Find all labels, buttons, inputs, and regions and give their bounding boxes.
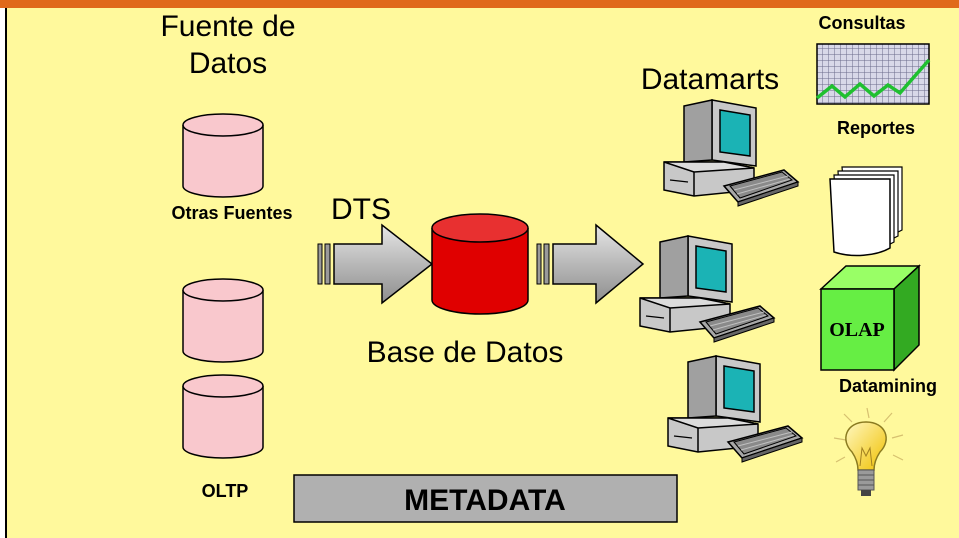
database-cylinder-icon xyxy=(182,113,264,198)
source-title-line2: Datos xyxy=(189,47,267,80)
database-cylinder-icon xyxy=(182,374,264,459)
metadata-label: METADATA xyxy=(404,484,566,517)
database-cylinder-icon xyxy=(182,278,264,363)
datamining-label: Datamining xyxy=(839,376,937,396)
central-database-icon xyxy=(431,213,529,315)
olap-cube-icon xyxy=(819,264,921,372)
reports-label: Reportes xyxy=(837,118,915,138)
light-bulb-icon xyxy=(833,407,904,496)
other-sources-label: Otras Fuentes xyxy=(171,203,292,223)
datamarts-label: Datamarts xyxy=(641,63,779,96)
line-chart-icon xyxy=(815,43,931,105)
source-title-line1: Fuente de xyxy=(160,10,295,43)
arrow-icon xyxy=(317,223,434,305)
arrow-icon xyxy=(536,223,645,305)
olap-label: OLAP xyxy=(829,319,885,341)
queries-label: Consultas xyxy=(818,13,905,33)
dts-label: DTS xyxy=(331,193,391,226)
document-stack-icon xyxy=(829,166,903,257)
metadata-bar xyxy=(293,474,678,523)
database-label: Base de Datos xyxy=(367,336,564,369)
top-bar xyxy=(0,0,959,8)
oltp-label: OLTP xyxy=(202,481,249,501)
